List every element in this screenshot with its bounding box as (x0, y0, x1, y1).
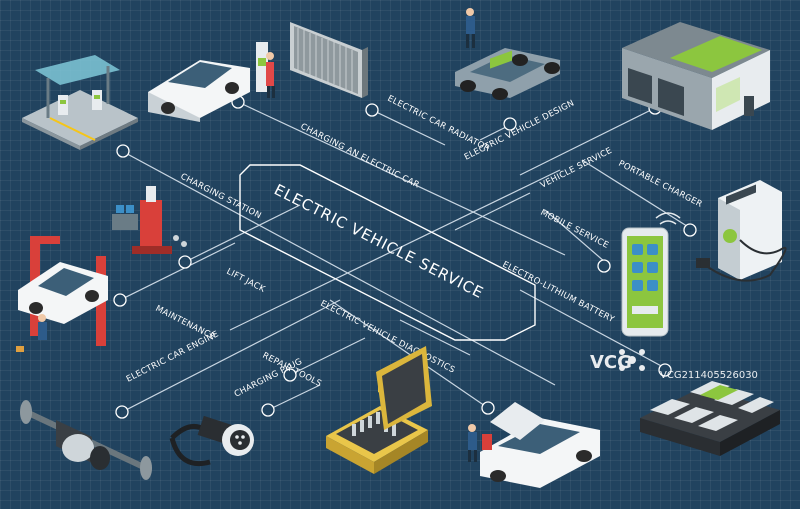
lift-jack-icon (112, 186, 187, 254)
label-mobile-service: MOBILE SERVICE (539, 208, 611, 251)
title-text: ELECTRIC VEHICLE SERVICE (271, 181, 487, 303)
charging-station-icon (22, 55, 138, 150)
charging-car-icon (148, 42, 275, 122)
watermark-id: VCG211405526030 (660, 370, 758, 381)
label-lift-jack: LIFT JACK (225, 267, 267, 295)
node-lift-jack (178, 255, 192, 269)
title-banner: ELECTRIC VEHICLE SERVICE (239, 164, 536, 341)
label-charging-station: CHARGING STATION (179, 172, 263, 222)
node-charging-plug (261, 403, 275, 417)
node-radiator (365, 103, 379, 117)
node-lithium-battery (658, 363, 672, 377)
engine-icon (20, 400, 152, 480)
label-diagnostics: ELECTRIC VEHICLE DIAGNOSTICS (319, 299, 457, 376)
node-mobile-service (597, 259, 611, 273)
watermark: VCG VCG211405526030 (590, 349, 758, 381)
portable-charger-icon (696, 180, 787, 282)
connector-lines (119, 101, 691, 413)
node-repair-tools (283, 368, 297, 382)
label-portable-charger: PORTABLE CHARGER (617, 159, 704, 210)
node-maintenance (113, 293, 127, 307)
title-frame (239, 164, 536, 341)
charging-plug-icon (169, 415, 254, 466)
label-engine: ELECTRIC CAR ENGINE (125, 329, 221, 384)
radiator-icon (290, 22, 368, 98)
node-charging-station (116, 144, 130, 158)
node-ev-design (503, 117, 517, 131)
node-engine (115, 405, 129, 419)
service-building-icon (622, 22, 770, 130)
ev-chassis-icon (455, 8, 560, 100)
node-portable-charger (683, 223, 697, 237)
label-charging-car: CHARGING AN ELECTRIC CAR (299, 122, 421, 191)
label-vehicle-service: VEHICLE SERVICE (539, 146, 614, 191)
smartphone-icon (621, 212, 681, 337)
toolbox-icon (326, 346, 432, 474)
watermark-logo-icon (619, 349, 645, 371)
diagnostics-car-icon (468, 402, 600, 488)
watermark-brand: VCG (590, 352, 632, 373)
car-lift-icon (16, 236, 108, 352)
label-ev-design: ELECTRIC VEHICLE DESIGN (463, 98, 576, 162)
node-diagnostics (481, 401, 495, 415)
battery-pack-icon (640, 381, 780, 456)
